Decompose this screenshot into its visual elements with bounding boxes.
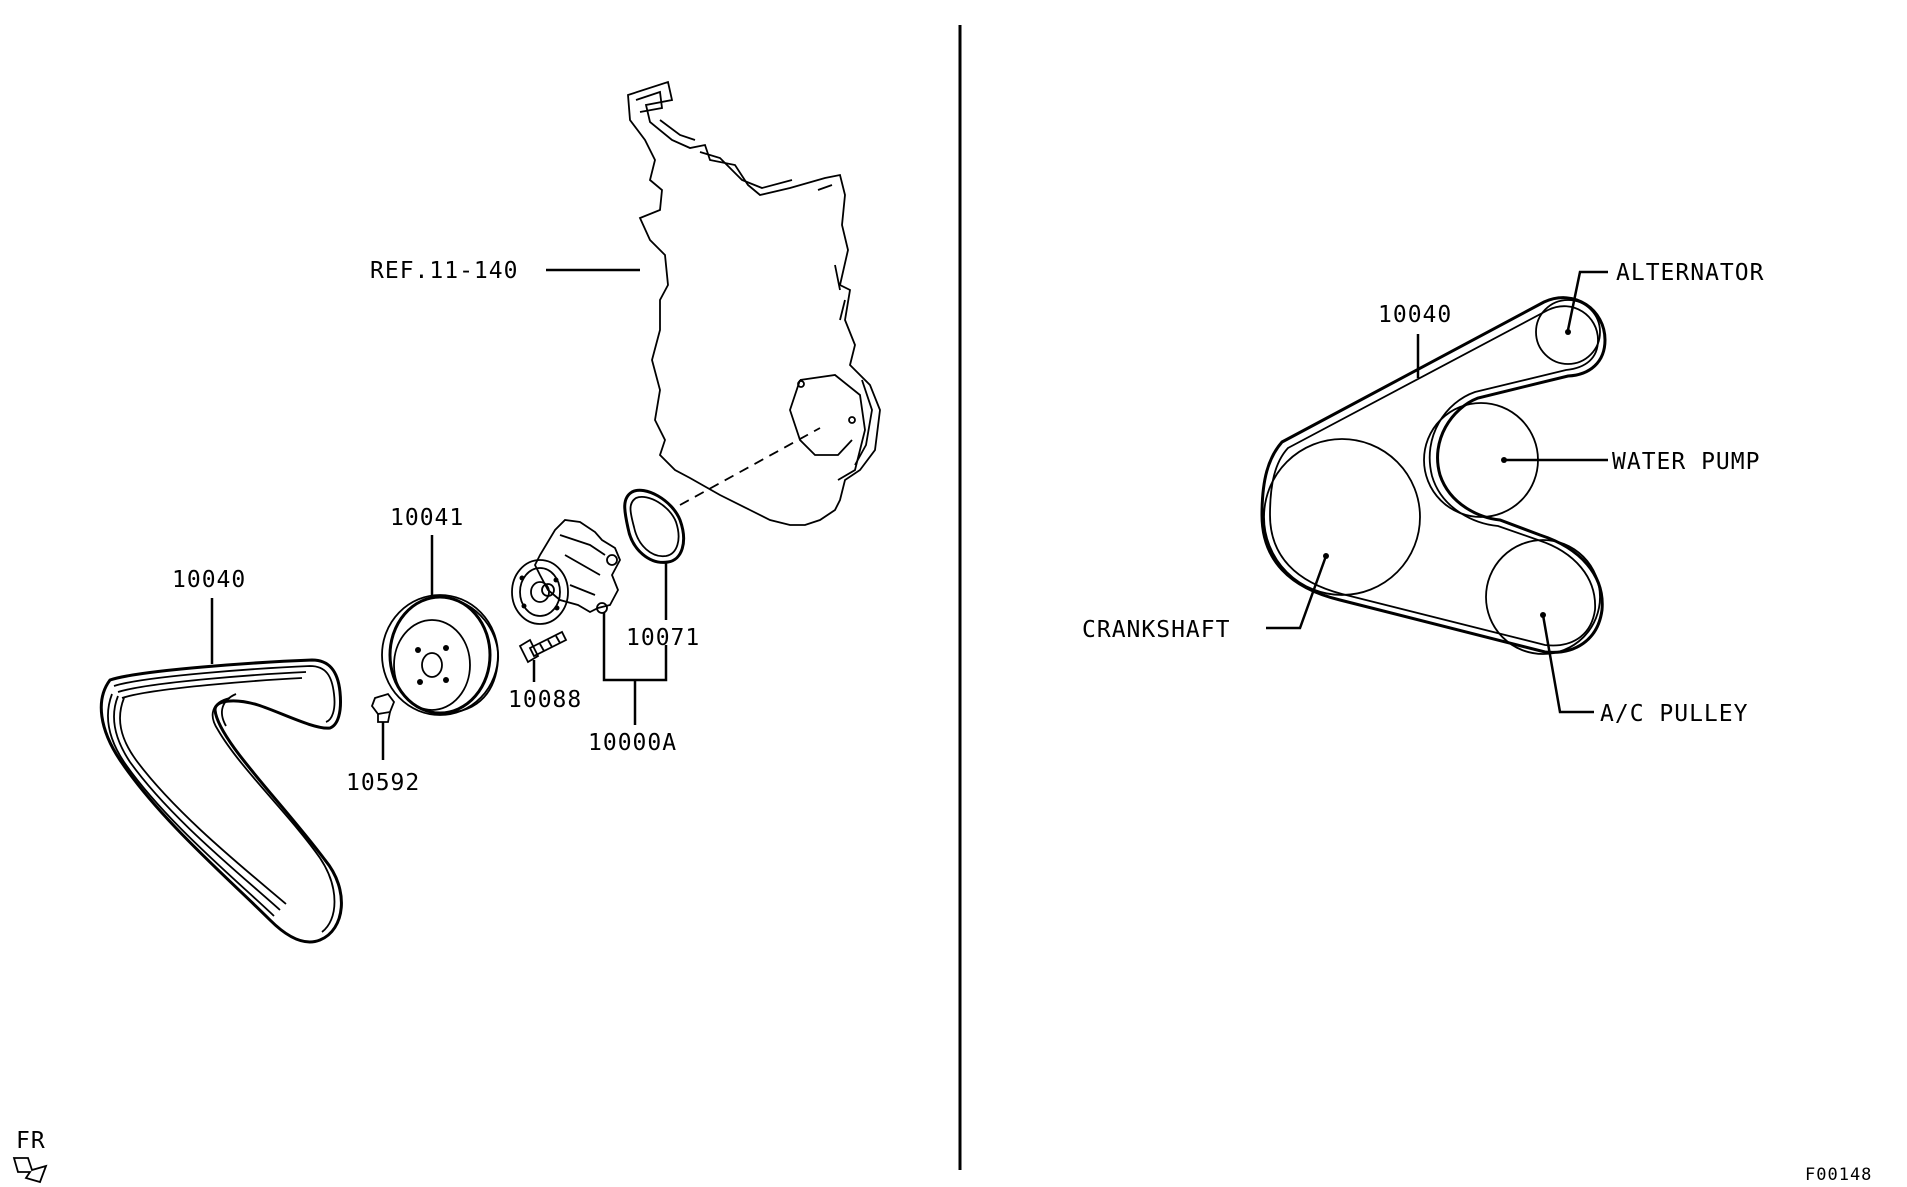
crankshaft-label: CRANKSHAFT: [1082, 617, 1230, 643]
alignment-dashed-line: [679, 427, 821, 506]
figure-code: F00148: [1805, 1165, 1872, 1185]
ref-label: REF.11-140: [370, 258, 518, 284]
alternator-label: ALTERNATOR: [1616, 260, 1764, 286]
ac-pulley-leader: [1541, 614, 1594, 714]
pulley-part: [381, 594, 499, 716]
crankshaft-leader: [1266, 555, 1328, 630]
crankshaft-pulley: [1263, 438, 1421, 596]
small-bolt-label: 10592: [346, 770, 420, 796]
bolt-label: 10088: [508, 687, 582, 713]
alternator-leader: [1566, 270, 1608, 331]
alternator-pulley: [1535, 299, 1601, 365]
small-bolt-part: [370, 692, 396, 723]
water-pump-part: [511, 519, 621, 625]
ac-pulley-label: A/C PULLEY: [1600, 701, 1748, 727]
pump-assy-label: 10000A: [588, 730, 677, 756]
front-direction-indicator: FR: [12, 1128, 48, 1184]
front-direction-label: FR: [16, 1128, 46, 1154]
belt-right-label: 10040: [1378, 302, 1452, 328]
belt-part: [99, 658, 343, 944]
gasket-label: 10071: [626, 625, 700, 651]
bolt-part: [518, 630, 568, 664]
gasket-part: [623, 488, 685, 564]
front-direction-arrow-icon: [12, 1157, 48, 1184]
pulley-label: 10041: [390, 505, 464, 531]
timing-cover-outline: [627, 80, 881, 526]
water-pump-label: WATER PUMP: [1612, 449, 1760, 475]
belt-left-label: 10040: [172, 567, 246, 593]
belt-routing: [1260, 296, 1607, 654]
ac-pulley: [1485, 539, 1601, 655]
